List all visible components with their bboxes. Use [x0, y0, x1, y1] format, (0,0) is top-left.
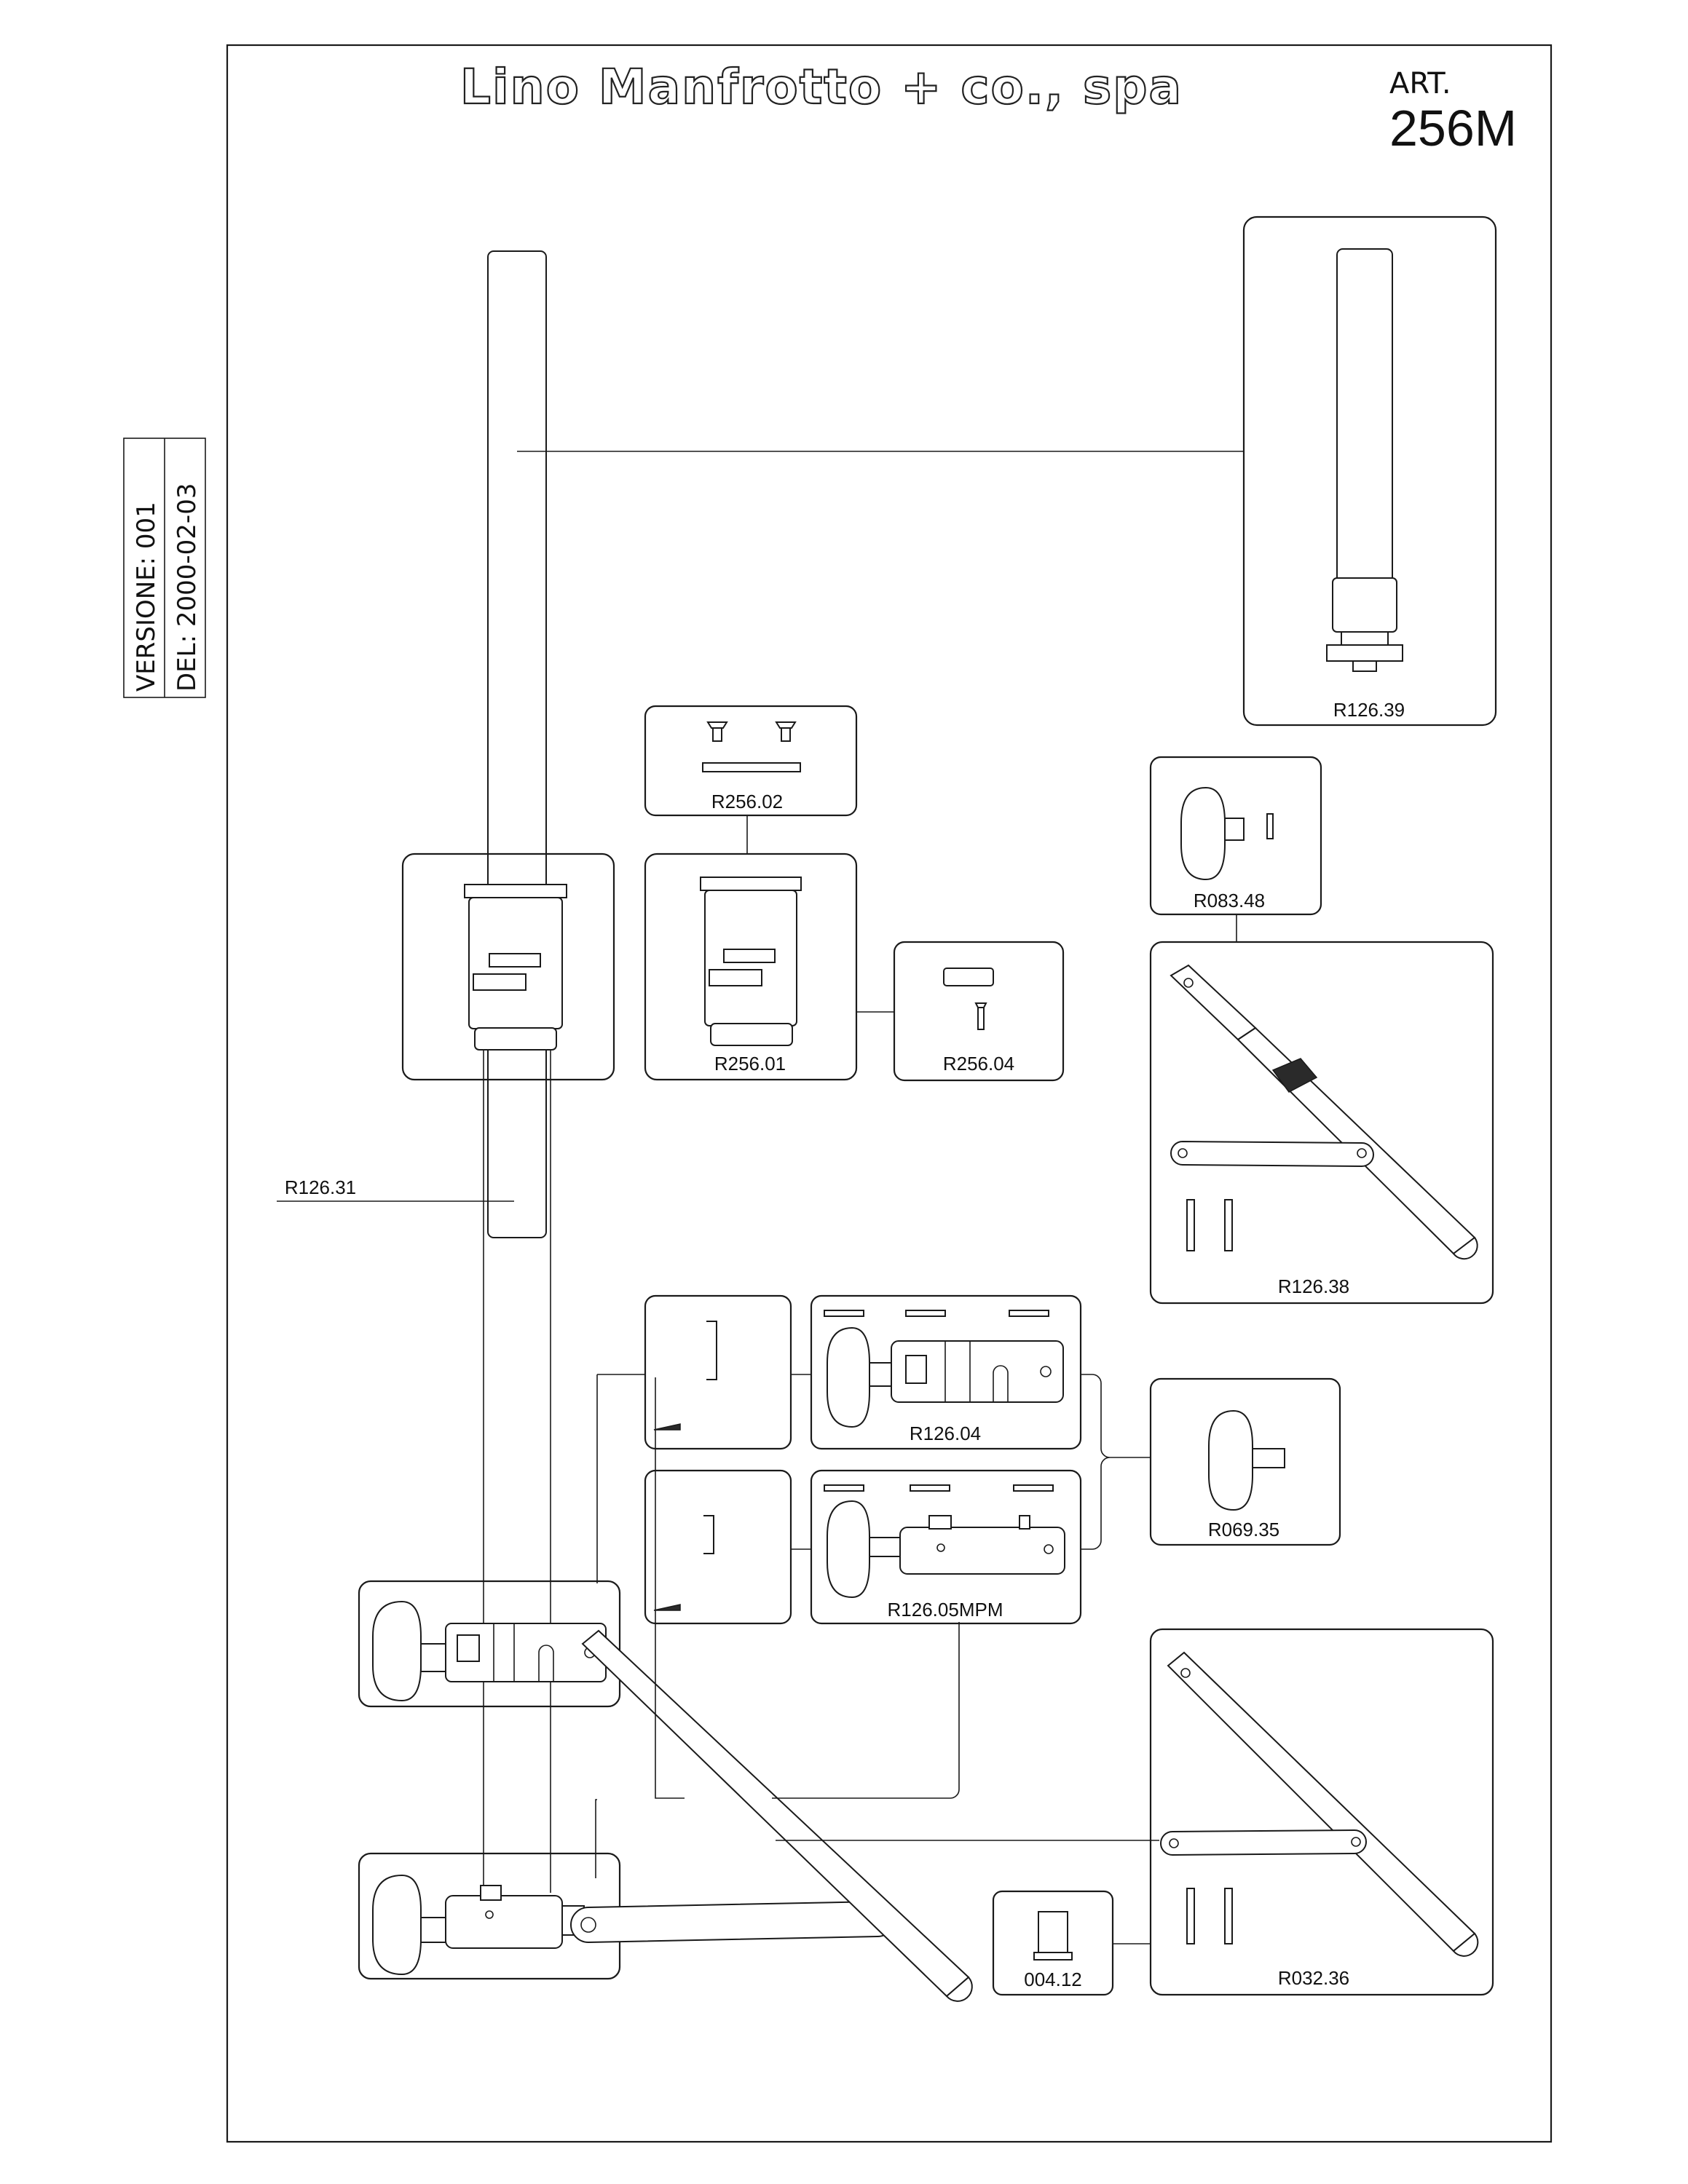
part-r083-48-knob — [1180, 786, 1274, 881]
part-box-r256-04 — [893, 941, 1065, 1082]
part-box-r256-01 — [644, 852, 858, 1081]
part-r126-05mpm-inset-spring — [653, 1515, 714, 1611]
connector-brace-r069-35 — [1081, 1374, 1111, 1550]
part-box-r126-38 — [1149, 941, 1494, 1305]
part-box-r126-04 — [810, 1294, 1082, 1450]
label-r083-48: R083.48 — [1194, 890, 1265, 911]
connector-r126-05 — [772, 1622, 960, 1799]
label-r256-04: R256.04 — [943, 1053, 1014, 1075]
version-text: VERSIONE: 001 — [132, 502, 161, 692]
upper-bracket-on-leg — [372, 1600, 607, 1702]
part-r126-04-clamp — [824, 1310, 1064, 1428]
art-label: ART. — [1389, 67, 1451, 100]
label-r126-39: R126.39 — [1333, 699, 1405, 721]
part-r032-36-brace — [1160, 1651, 1479, 1957]
part-r126-39-leg — [1326, 248, 1403, 672]
part-r256-01-collar — [700, 877, 802, 1046]
part-box-r126-05mpm — [810, 1469, 1082, 1625]
art-number: 256M — [1389, 100, 1517, 157]
label-r069-35: R069.35 — [1208, 1519, 1279, 1540]
part-box-r083-48 — [1149, 756, 1322, 916]
collar-on-leg — [464, 884, 567, 1051]
part-r069-35-knob — [1208, 1409, 1285, 1511]
collar-assembly-box — [401, 852, 615, 1081]
part-r256-04-lever — [943, 968, 994, 1030]
part-r126-04-inset-spring — [653, 1321, 717, 1431]
upper-bracket-box — [358, 1580, 621, 1708]
revision-block: VERSIONE: 001 DEL: 2000-02-03 — [123, 438, 206, 698]
label-r032-36: R032.36 — [1278, 1967, 1349, 1989]
diagonal-strut — [581, 1629, 973, 2002]
part-box-r032-36 — [1149, 1628, 1494, 1996]
connector-bracket-lower — [595, 1799, 597, 1878]
label-r126-04: R126.04 — [910, 1423, 981, 1444]
connector-bracket-upper — [655, 1377, 685, 1799]
label-004-12: 004.12 — [1024, 1969, 1082, 1990]
part-r256-02-screws — [702, 721, 801, 772]
date-text: DEL: 2000-02-03 — [173, 483, 202, 692]
part-r126-38-leg-assembly — [1170, 964, 1478, 1260]
cross-arm — [570, 1900, 896, 1944]
part-box-r126-04-inset — [644, 1294, 792, 1450]
label-r126-31: R126.31 — [285, 1176, 356, 1198]
part-box-r126-05mpm-inset — [644, 1469, 792, 1625]
part-box-004-12 — [992, 1890, 1114, 1996]
part-box-r126-39 — [1242, 215, 1497, 727]
part-box-r069-35 — [1149, 1377, 1341, 1546]
part-004-12-bushing — [1033, 1911, 1073, 1961]
label-r126-38: R126.38 — [1278, 1275, 1349, 1297]
label-r126-05mpm: R126.05MPM — [888, 1599, 1003, 1621]
part-r126-05mpm-clamp — [824, 1484, 1065, 1599]
company-title: Lino Manfrotto + co., spa — [460, 59, 1183, 115]
part-box-r256-02 — [644, 705, 858, 817]
label-r256-02: R256.02 — [711, 791, 783, 812]
lower-bracket-on-leg — [372, 1874, 585, 1976]
label-r256-01: R256.01 — [714, 1053, 786, 1075]
drawing-frame — [226, 44, 1553, 2143]
